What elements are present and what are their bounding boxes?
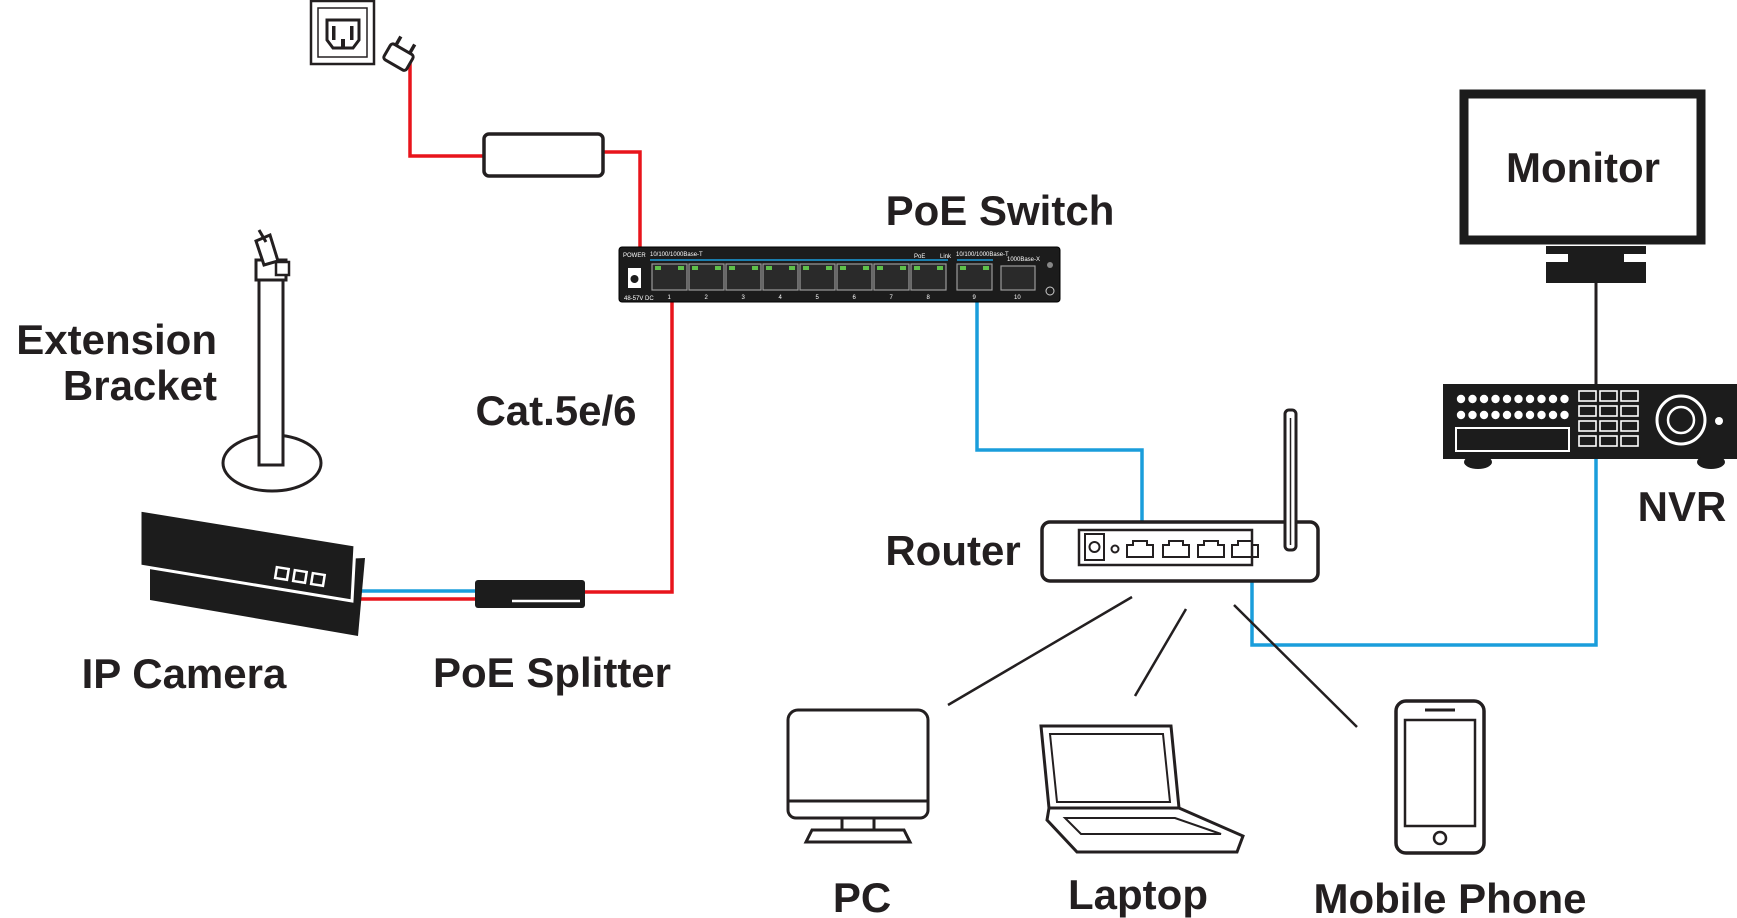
switch-port-number: 7 xyxy=(890,295,894,301)
switch-poe-label: PoE xyxy=(914,254,925,260)
cables xyxy=(358,60,1598,728)
switch-port-number: 6 xyxy=(853,295,857,301)
nvr-button xyxy=(1456,410,1466,420)
nvr-button xyxy=(1525,394,1535,404)
switch-port: 9 xyxy=(956,263,993,301)
switch-port-number: 4 xyxy=(779,295,783,301)
nvr-key xyxy=(1578,405,1597,417)
nvr-button xyxy=(1479,410,1489,420)
switch-port-number: 2 xyxy=(705,295,709,301)
nvr-button xyxy=(1468,410,1477,420)
switch-power-label: POWER xyxy=(623,253,646,259)
nvr-button xyxy=(1479,394,1489,404)
cable-type-label: Cat.5e/6 xyxy=(475,387,636,434)
poe-switch-icon: POWER 10/100/1000Base-T PoE Link 10/100/… xyxy=(618,246,1061,303)
nvr-button xyxy=(1560,394,1569,404)
switch-dc-label: 48-57V DC xyxy=(624,296,654,302)
nvr-key xyxy=(1620,390,1639,402)
wall-outlet-icon xyxy=(309,0,376,66)
nvr-key xyxy=(1620,435,1639,447)
poe-splitter-icon xyxy=(475,580,585,608)
nvr-button xyxy=(1548,394,1558,404)
nvr-button xyxy=(1560,410,1569,420)
poe-splitter-label: PoE Splitter xyxy=(433,649,671,696)
switch-port-number: 9 xyxy=(973,295,977,301)
switch-port: 4 xyxy=(762,263,799,301)
data-cable-switch-to-router xyxy=(975,298,1144,524)
poe-cable-switch-to-splitter xyxy=(585,298,674,594)
switch-link-label: Link xyxy=(940,254,952,260)
nvr-button xyxy=(1468,394,1477,404)
switch-sfp-label: 1000Base-X xyxy=(1007,257,1040,263)
switch-port-number: 5 xyxy=(816,295,820,301)
nvr-button xyxy=(1514,394,1523,404)
nvr-button xyxy=(1456,394,1466,404)
switch-port: 3 xyxy=(725,263,762,301)
pc-icon xyxy=(786,708,930,844)
extension-bracket-label-line2: Bracket xyxy=(63,362,217,409)
nvr-key xyxy=(1620,405,1639,417)
switch-port: 7 xyxy=(873,263,910,301)
switch-uplink-label: 10/100/1000Base-T xyxy=(956,252,1009,258)
power-cable-outlet-to-adapter xyxy=(408,60,484,158)
nvr-button xyxy=(1502,394,1512,404)
ip-camera-icon xyxy=(138,508,365,636)
extension-bracket-label-line1: Extension xyxy=(16,316,217,363)
poe-switch-label: PoE Switch xyxy=(886,187,1115,234)
switch-port: 8 xyxy=(910,263,947,301)
switch-port-group-label: 10/100/1000Base-T xyxy=(650,252,703,258)
wireless-link-pc xyxy=(947,595,1133,707)
nvr-label: NVR xyxy=(1638,483,1727,530)
nvr-button xyxy=(1491,394,1500,404)
nvr-key xyxy=(1620,420,1639,432)
labels: PoE Switch Extension Bracket Cat.5e/6 IP… xyxy=(16,144,1726,918)
nvr-button xyxy=(1502,410,1512,420)
nvr-key xyxy=(1578,435,1597,447)
switch-port: 1 xyxy=(651,263,688,301)
nvr-button xyxy=(1548,410,1558,420)
nvr-button xyxy=(1514,410,1523,420)
switch-sfp-port xyxy=(1000,265,1036,291)
nvr-key xyxy=(1578,390,1597,402)
mobile-phone-icon xyxy=(1394,699,1486,855)
ip-camera-label: IP Camera xyxy=(82,650,287,697)
monitor-icon xyxy=(1459,89,1706,283)
laptop-label: Laptop xyxy=(1068,871,1208,918)
nvr-icon xyxy=(1443,384,1737,469)
nvr-button xyxy=(1537,410,1546,420)
switch-port: 5 xyxy=(799,263,836,301)
power-cable-adapter-to-switch xyxy=(603,150,642,252)
power-plug-icon xyxy=(382,35,417,72)
nvr-key xyxy=(1599,405,1618,417)
nvr-button xyxy=(1537,394,1546,404)
nvr-buttons xyxy=(1456,394,1569,420)
nvr-key xyxy=(1578,420,1597,432)
extension-bracket-icon xyxy=(221,229,323,493)
nvr-key xyxy=(1599,435,1618,447)
switch-port: 2 xyxy=(688,263,725,301)
nvr-key xyxy=(1599,420,1618,432)
wireless-link-laptop xyxy=(1133,608,1188,697)
nvr-key xyxy=(1599,390,1618,402)
power-adapter-icon xyxy=(482,132,605,178)
switch-port: 6 xyxy=(836,263,873,301)
nvr-button xyxy=(1525,410,1535,420)
switch-port-number: 8 xyxy=(927,295,931,301)
switch-port-number: 3 xyxy=(742,295,746,301)
laptop-icon xyxy=(1039,724,1245,854)
router-icon xyxy=(1040,408,1320,583)
nvr-button xyxy=(1491,410,1500,420)
router-label: Router xyxy=(885,527,1020,574)
monitor-label: Monitor xyxy=(1506,144,1660,191)
switch-ports: 1 2 3 4 5 6 7 8 9 10 xyxy=(651,263,1021,301)
pc-label: PC xyxy=(833,874,891,918)
wireless-link-phone xyxy=(1233,604,1358,728)
mobile-phone-label: Mobile Phone xyxy=(1314,875,1587,918)
switch-port-number: 1 xyxy=(668,295,672,301)
nvr-keypad xyxy=(1578,390,1639,447)
switch-port-number: 10 xyxy=(1014,295,1021,301)
data-cable-router-to-nvr xyxy=(1250,459,1598,647)
